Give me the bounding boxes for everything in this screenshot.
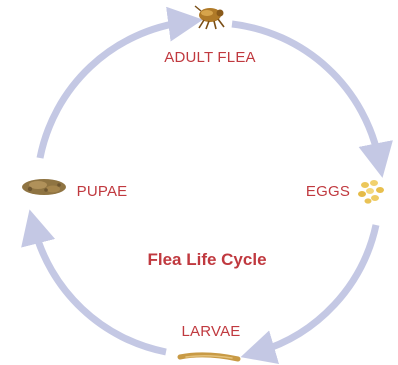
flea-pupa-icon: [22, 179, 66, 195]
stage-label-adult-flea: ADULT FLEA: [164, 49, 255, 66]
arrow-eggs-to-larvae: [258, 225, 376, 352]
diagram-title: Flea Life Cycle: [147, 250, 266, 269]
stage-label-pupae: PUPAE: [77, 183, 128, 200]
adult-flea-icon: [195, 6, 224, 29]
arrow-larvae-to-pupae: [34, 227, 166, 352]
arrow-adult-to-eggs: [232, 24, 379, 160]
flea-larva-icon: [180, 355, 238, 359]
stage-label-larvae: LARVAE: [181, 323, 240, 340]
stage-label-eggs: EGGS: [306, 183, 350, 200]
flea-eggs-icon: [358, 180, 384, 204]
arrow-pupae-to-adult: [40, 22, 185, 158]
